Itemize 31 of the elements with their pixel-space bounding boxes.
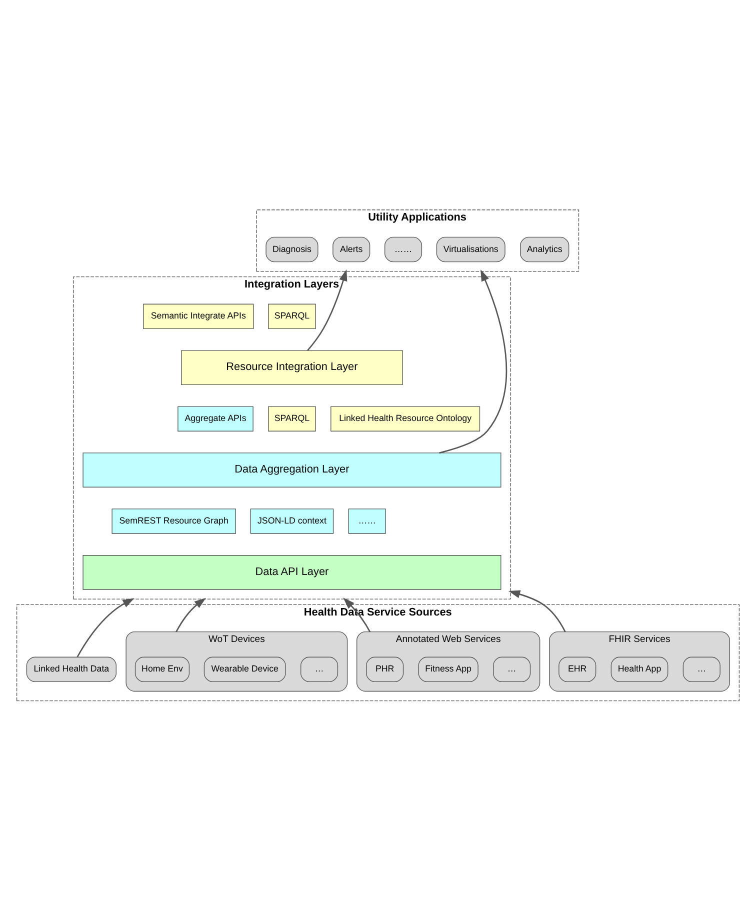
node-box: Data Aggregation Layer <box>82 452 502 488</box>
node-box: PHR <box>366 656 404 682</box>
node-box: Semantic Integrate APIs <box>143 304 254 330</box>
node-box: Linked Health Resource Ontology <box>330 406 480 432</box>
node-box: Resource Integration Layer <box>181 350 403 386</box>
node-box: Diagnosis <box>266 236 318 262</box>
arrow <box>76 598 134 658</box>
node-box: Fitness App <box>418 656 478 682</box>
node-box: Analytics <box>520 236 570 262</box>
node-box: SemREST Resource Graph <box>112 508 236 534</box>
node-box: JSON-LD context <box>250 508 334 534</box>
node-box: Aggregate APIs <box>178 406 254 432</box>
node-box: …… <box>348 508 386 534</box>
node-box: Virtualisations <box>436 236 506 262</box>
node-box: SPARQL <box>268 304 316 330</box>
node-box: SPARQL <box>268 406 316 432</box>
node-box: Home Env <box>134 656 190 682</box>
arrow <box>508 590 566 632</box>
node-box: Alerts <box>332 236 370 262</box>
arrow <box>307 269 348 351</box>
node-box: Linked Health Data <box>26 656 116 682</box>
arrow <box>439 269 508 454</box>
node-box: …… <box>384 236 422 262</box>
node-box: … <box>682 656 720 682</box>
node-box: Data API Layer <box>82 555 502 590</box>
node-box: … <box>493 656 531 682</box>
node-box: … <box>300 656 338 682</box>
arrow <box>176 598 206 632</box>
node-box: Wearable Device <box>204 656 286 682</box>
node-box: EHR <box>558 656 596 682</box>
node-box: Health App <box>610 656 668 682</box>
